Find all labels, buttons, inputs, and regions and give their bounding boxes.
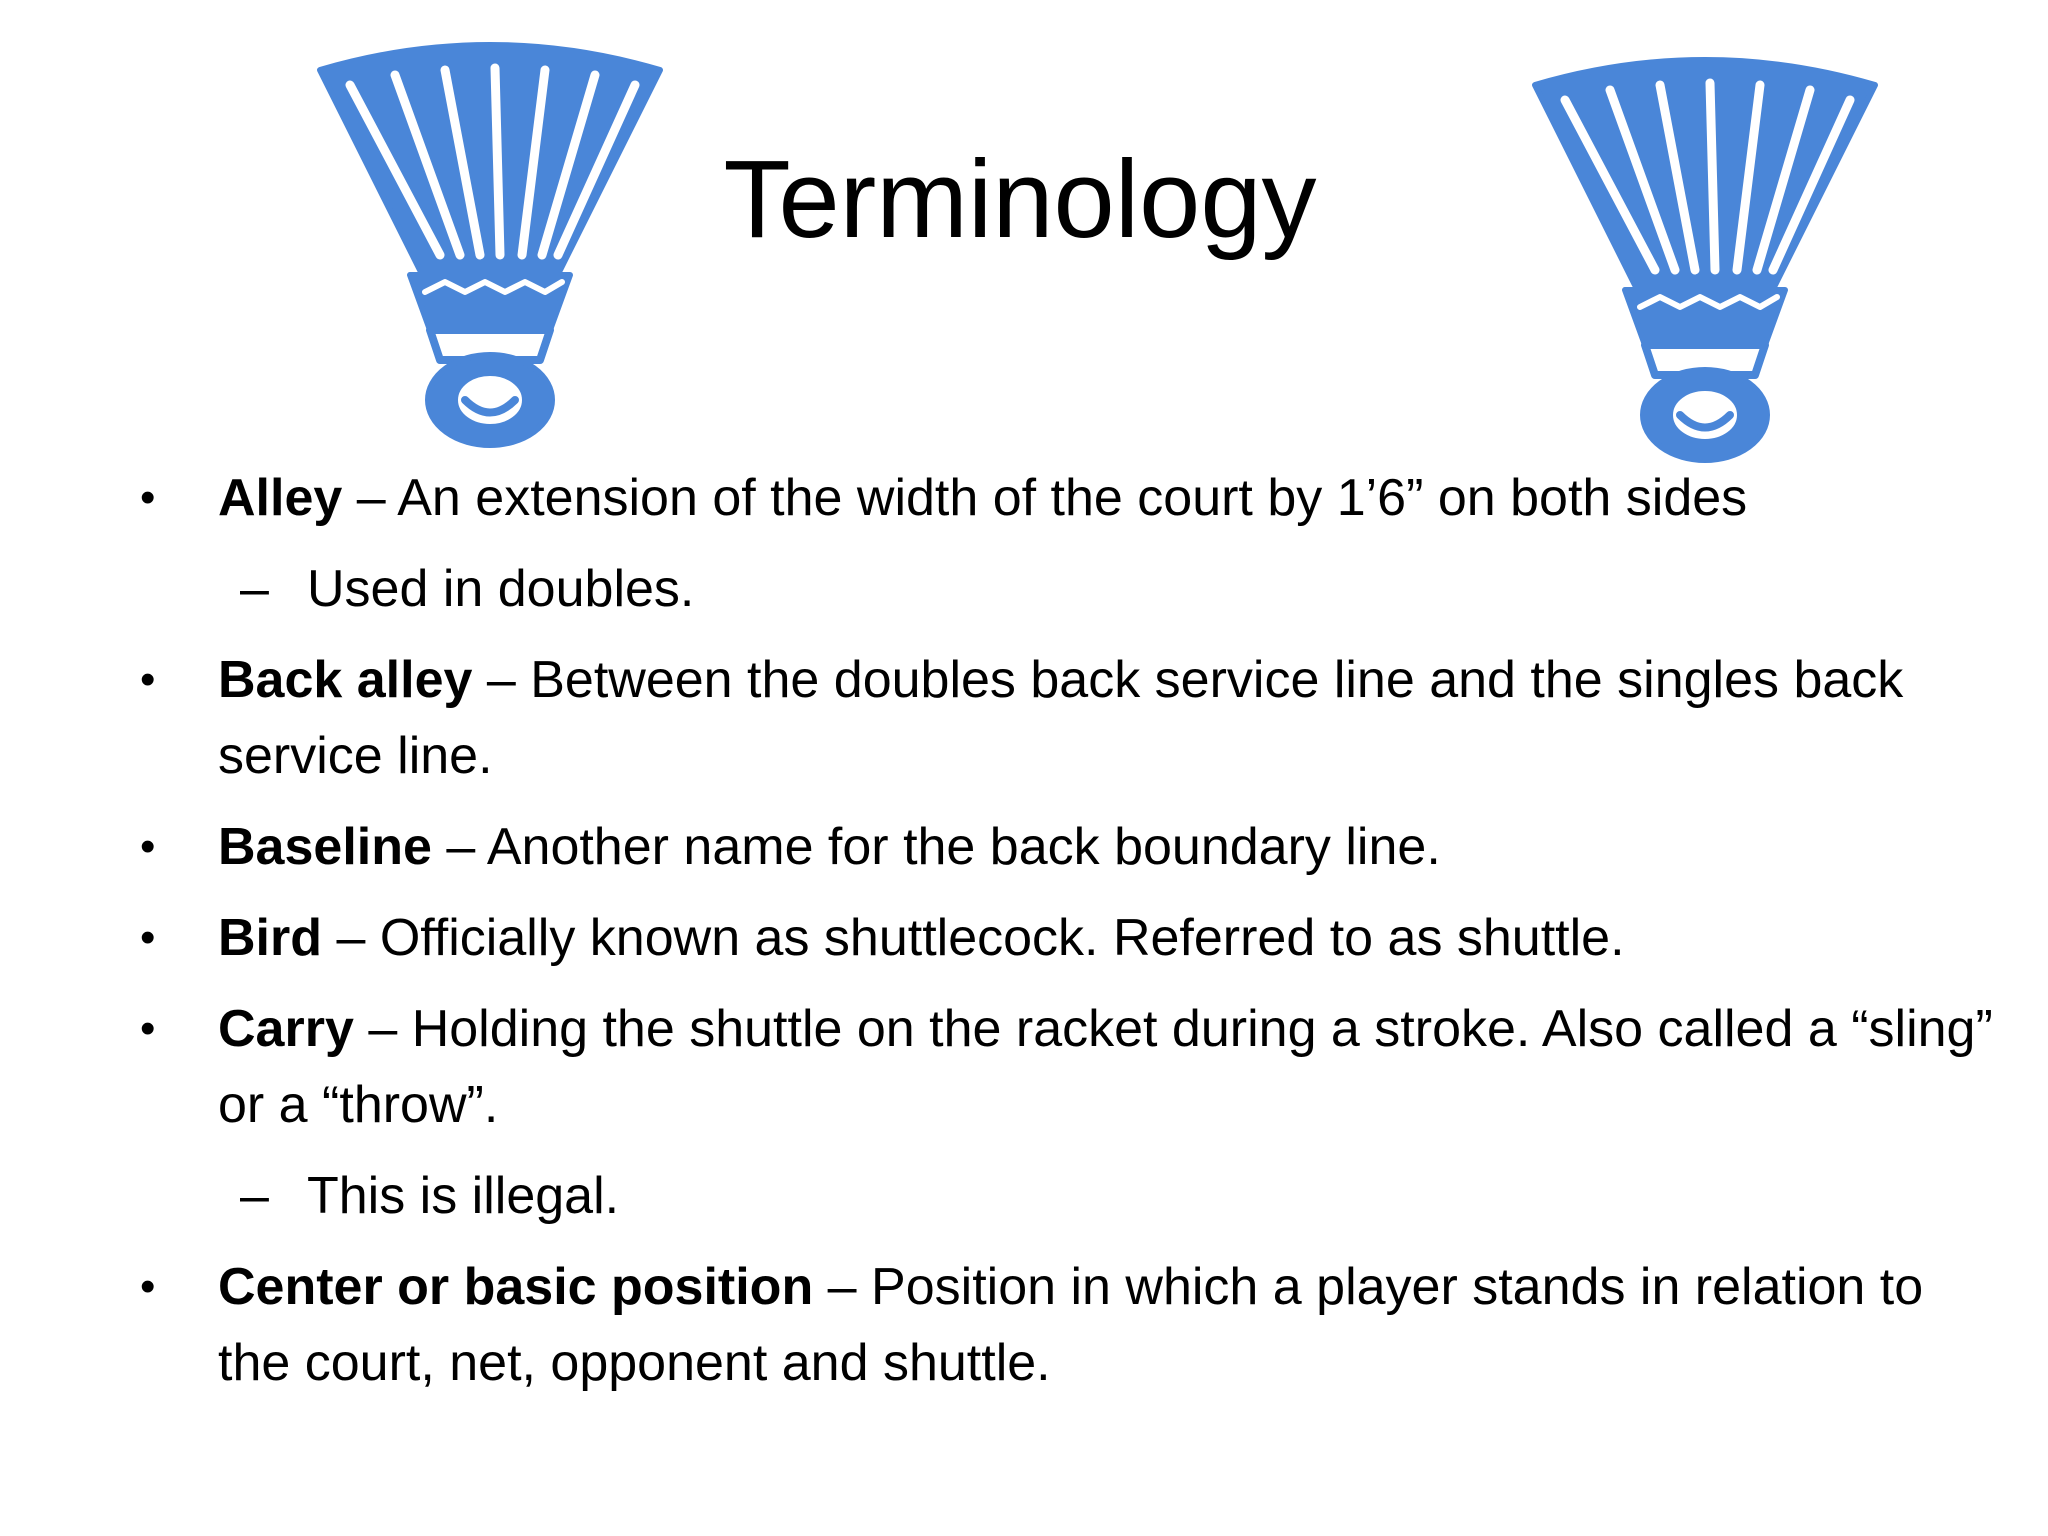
sub-item: – This is illegal.: [140, 1158, 2000, 1234]
shuttlecock-icon: [317, 42, 663, 448]
bullet: •: [140, 913, 156, 962]
sub-text: Used in doubles.: [307, 560, 695, 618]
term: Bird: [218, 909, 322, 967]
term: Alley: [218, 469, 343, 527]
term: Center or basic position: [218, 1258, 814, 1316]
definition: – An extension of the width of the court…: [342, 469, 1748, 527]
dash: –: [240, 1167, 269, 1225]
bullet: •: [140, 655, 156, 704]
list-item: • Carry – Holding the shuttle on the rac…: [140, 991, 2000, 1143]
definition: – Officially known as shuttlecock. Refer…: [322, 909, 1625, 967]
term: Carry: [218, 1000, 354, 1058]
definition: – Between the doubles back service line …: [218, 651, 1904, 785]
list-item: • Baseline – Another name for the back b…: [140, 809, 2000, 885]
list-item: • Center or basic position – Position in…: [140, 1249, 2000, 1401]
definition: – Position in which a player stands in r…: [218, 1258, 1924, 1392]
definition: – Another name for the back boundary lin…: [431, 818, 1441, 876]
terminology-list: • Alley – An extension of the width of t…: [140, 460, 2000, 1416]
sub-text: This is illegal.: [307, 1167, 620, 1225]
sub-item: – Used in doubles.: [140, 551, 2000, 627]
slide-title: Terminology: [723, 138, 1317, 261]
list-item: • Bird – Officially known as shuttlecock…: [140, 900, 2000, 976]
bullet: •: [140, 822, 156, 871]
list-item: • Back alley – Between the doubles back …: [140, 642, 2000, 794]
shuttlecock-icon: [1532, 57, 1878, 463]
term: Back alley: [218, 651, 473, 709]
definition: – Holding the shuttle on the racket duri…: [218, 1000, 1993, 1134]
bullet: •: [140, 1004, 156, 1053]
dash: –: [240, 560, 269, 618]
list-item: • Alley – An extension of the width of t…: [140, 460, 2000, 536]
bullet: •: [140, 1262, 156, 1311]
bullet: •: [140, 473, 156, 522]
term: Baseline: [218, 818, 432, 876]
